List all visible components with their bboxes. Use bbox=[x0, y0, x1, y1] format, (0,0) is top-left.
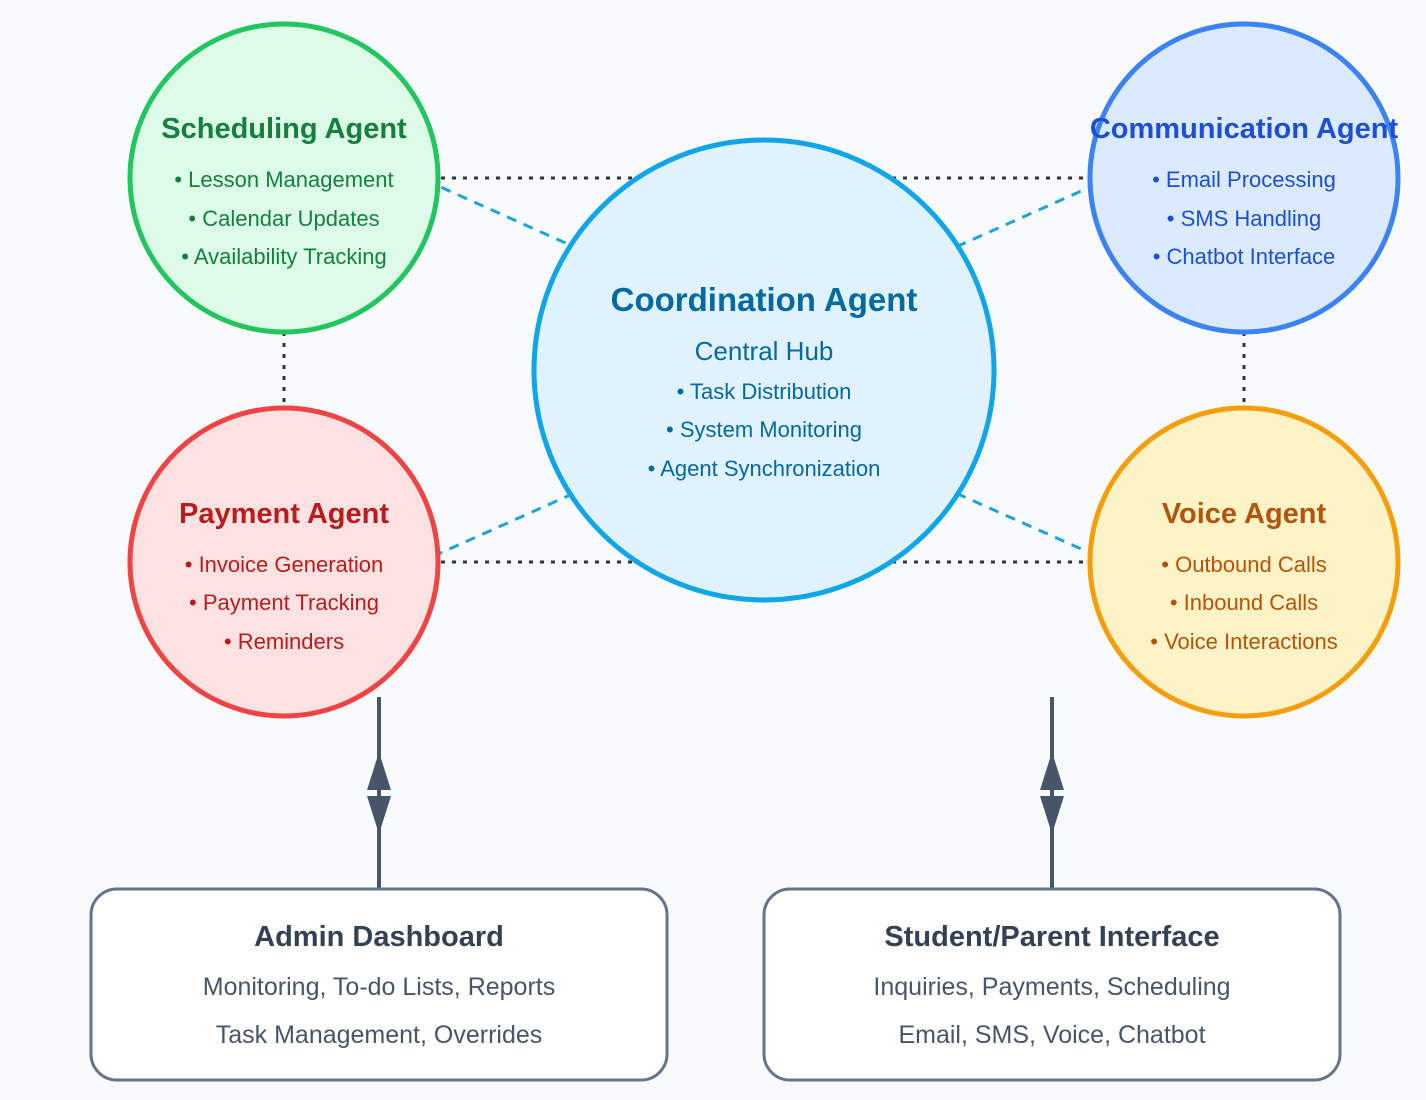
voice-agent-circle bbox=[1087, 405, 1401, 719]
payment-agent-circle bbox=[127, 405, 441, 719]
arrow-up-icon bbox=[367, 752, 391, 790]
payment-agent-item: • Invoice Generation bbox=[185, 552, 383, 577]
dashed-connector-coordination-voice bbox=[939, 484, 1107, 562]
admin-dashboard-arrow bbox=[367, 697, 391, 888]
coordination-agent-item: • System Monitoring bbox=[666, 417, 862, 442]
admin-dashboard-frame bbox=[89, 887, 669, 1082]
payment-agent-node: Payment Agent • Invoice Generation • Pay… bbox=[127, 405, 441, 719]
arrow-down-icon bbox=[367, 796, 391, 834]
communication-agent-circle bbox=[1087, 21, 1401, 335]
voice-agent-item: • Inbound Calls bbox=[1170, 590, 1318, 615]
communication-agent-title: Communication Agent bbox=[1090, 113, 1399, 145]
student-parent-interface-line: Email, SMS, Voice, Chatbot bbox=[898, 1021, 1205, 1049]
admin-dashboard-line: Task Management, Overrides bbox=[216, 1021, 543, 1049]
scheduling-agent-item: • Lesson Management bbox=[174, 167, 393, 192]
voice-agent-item: • Voice Interactions bbox=[1150, 629, 1337, 654]
scheduling-agent-title: Scheduling Agent bbox=[161, 113, 407, 145]
communication-agent-item: • Email Processing bbox=[1152, 167, 1336, 192]
arrow-up-icon bbox=[1040, 752, 1064, 790]
coordination-agent-circle bbox=[531, 137, 997, 603]
coordination-agent-title: Coordination Agent bbox=[611, 281, 918, 318]
dashed-connector-coordination-scheduling bbox=[424, 178, 591, 256]
voice-agent-item: • Outbound Calls bbox=[1161, 552, 1326, 577]
communication-agent-node: Communication Agent • Email Processing •… bbox=[1087, 21, 1401, 335]
scheduling-agent-item: • Calendar Updates bbox=[188, 206, 379, 231]
coordination-agent-item: • Task Distribution bbox=[677, 379, 852, 404]
student-parent-interface-title: Student/Parent Interface bbox=[884, 921, 1219, 953]
admin-dashboard-box: Admin Dashboard Monitoring, To-do Lists,… bbox=[89, 887, 669, 1082]
scheduling-agent-node: Scheduling Agent • Lesson Management • C… bbox=[127, 21, 441, 335]
scheduling-agent-circle bbox=[127, 21, 441, 335]
payment-agent-item: • Reminders bbox=[224, 629, 344, 654]
dashed-connector-coordination-payment bbox=[424, 484, 591, 562]
arrow-down-icon bbox=[1040, 796, 1064, 834]
coordination-agent-item: • Agent Synchronization bbox=[648, 456, 881, 481]
dashed-connector-coordination-communication bbox=[939, 178, 1107, 256]
student-parent-interface-line: Inquiries, Payments, Scheduling bbox=[873, 973, 1230, 1001]
coordination-agent-node: Coordination Agent Central Hub • Task Di… bbox=[531, 137, 997, 603]
voice-agent-node: Voice Agent • Outbound Calls • Inbound C… bbox=[1087, 405, 1401, 719]
coordination-agent-subtitle: Central Hub bbox=[695, 336, 834, 366]
payment-agent-title: Payment Agent bbox=[179, 498, 389, 530]
scheduling-agent-item: • Availability Tracking bbox=[181, 244, 386, 269]
voice-agent-title: Voice Agent bbox=[1162, 498, 1327, 530]
admin-dashboard-title: Admin Dashboard bbox=[254, 921, 504, 953]
admin-dashboard-line: Monitoring, To-do Lists, Reports bbox=[203, 973, 555, 1001]
student-parent-interface-frame bbox=[762, 887, 1342, 1082]
student-interface-arrow bbox=[1040, 697, 1064, 888]
payment-agent-item: • Payment Tracking bbox=[189, 590, 379, 615]
communication-agent-item: • SMS Handling bbox=[1167, 206, 1321, 231]
student-parent-interface-box: Student/Parent Interface Inquiries, Paym… bbox=[762, 887, 1342, 1082]
communication-agent-item: • Chatbot Interface bbox=[1153, 244, 1336, 269]
